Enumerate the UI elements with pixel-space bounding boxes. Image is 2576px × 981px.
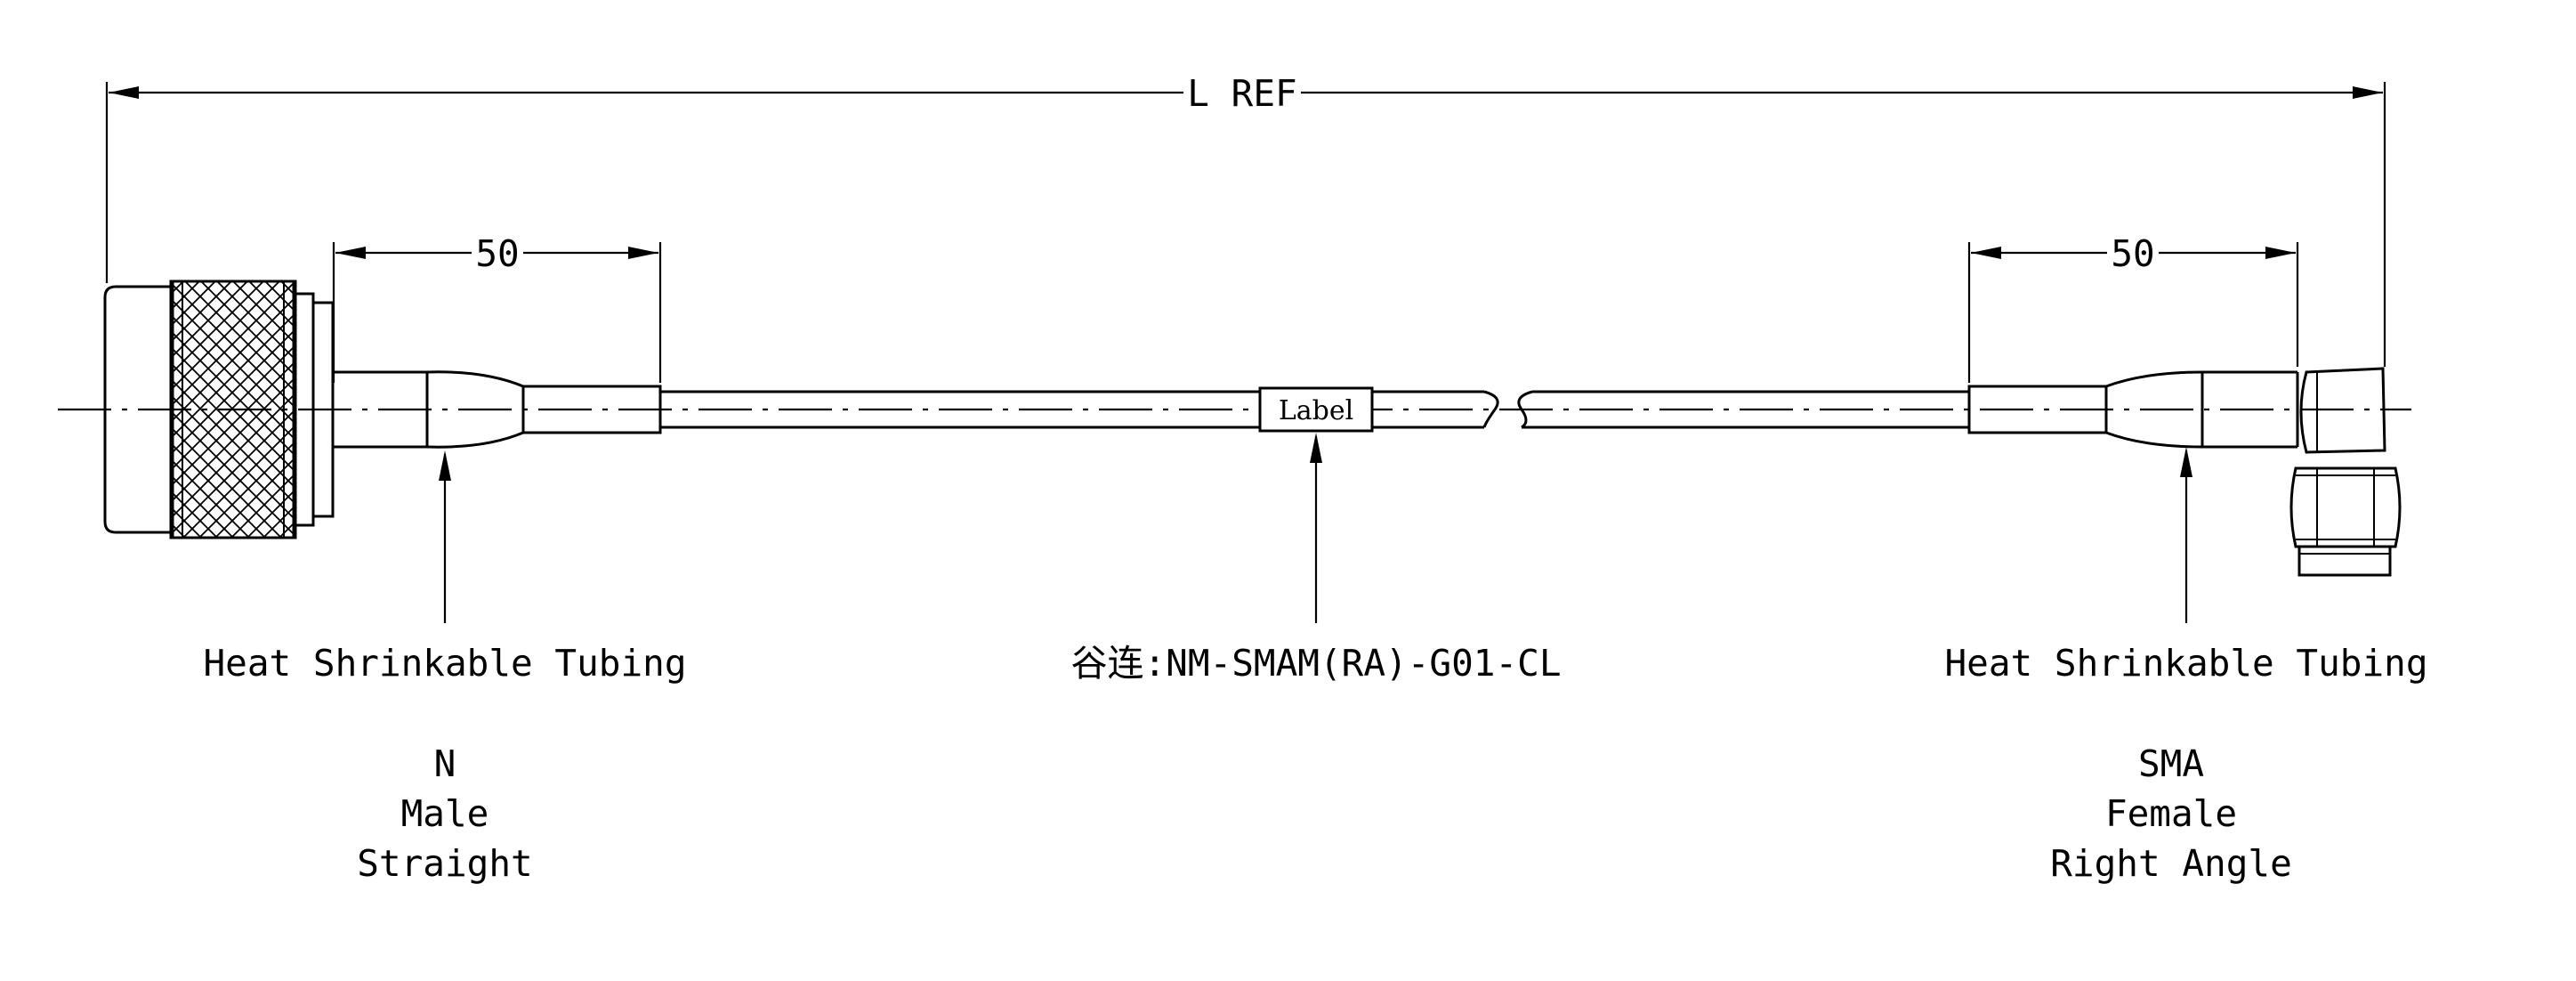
label-box-text: Label — [1279, 395, 1353, 426]
left-connector-description: N Male Straight — [357, 742, 532, 885]
right-connector-orientation: Right Angle — [2050, 842, 2292, 885]
left-tubing-length-label: 50 — [475, 232, 519, 275]
cable-right-segment — [1517, 390, 1969, 429]
right-tubing-leader — [2180, 447, 2192, 623]
cable-label-box: Label — [1258, 386, 1374, 433]
right-connector-gender: Female — [2105, 792, 2237, 835]
left-connector-gender: Male — [401, 792, 489, 835]
cable-left-segment — [660, 390, 1499, 429]
left-tubing-dimension: 50 — [332, 232, 662, 383]
left-tubing-leader — [439, 450, 451, 623]
sma-female-ra-connector-drawing — [1967, 367, 2402, 577]
right-tubing-dimension: 50 — [1967, 232, 2299, 383]
label-leader — [1310, 433, 1322, 623]
n-male-connector-drawing — [103, 280, 662, 539]
left-tubing-callout: Heat Shrinkable Tubing — [203, 642, 686, 685]
overall-length-label: L REF — [1187, 72, 1296, 115]
left-connector-type: N — [434, 742, 456, 785]
left-connector-orientation: Straight — [357, 842, 532, 885]
right-connector-description: SMA Female Right Angle — [2050, 742, 2292, 885]
overall-length-dimension: L REF — [105, 72, 2386, 367]
right-tubing-callout: Heat Shrinkable Tubing — [1944, 642, 2427, 685]
right-tubing-length-label: 50 — [2111, 232, 2154, 275]
part-number-callout: 谷连:NM-SMAM(RA)-G01-CL — [1071, 642, 1562, 685]
right-connector-type: SMA — [2138, 742, 2204, 785]
